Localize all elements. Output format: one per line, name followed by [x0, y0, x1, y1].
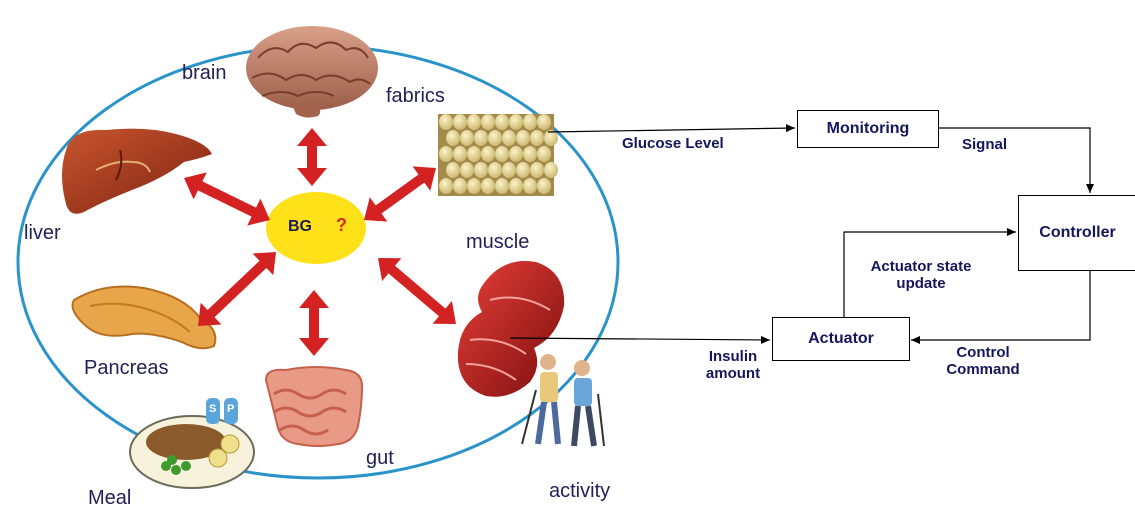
fat-cell — [537, 114, 551, 130]
meal-label: Meal — [88, 487, 131, 510]
fat-cell — [446, 130, 460, 146]
fat-cell — [502, 162, 516, 178]
pancreas-label: Pancreas — [84, 357, 169, 380]
fat-cell — [481, 146, 495, 162]
fabrics-label: fabrics — [386, 85, 445, 108]
bg-node — [266, 192, 366, 264]
fat-cell — [439, 146, 453, 162]
monitoring-label: Monitoring — [827, 120, 910, 138]
fat-cell — [544, 162, 558, 178]
liver-label: liver — [24, 222, 61, 245]
fabrics-icon — [438, 114, 558, 196]
fat-cell — [467, 178, 481, 194]
fat-cell — [481, 114, 495, 130]
gut-label: gut — [366, 447, 394, 470]
controller-block: Controller — [1018, 195, 1135, 271]
fat-cell — [523, 146, 537, 162]
arrow-brain-bg — [297, 128, 327, 186]
fat-cell — [439, 114, 453, 130]
muscle-label: muscle — [466, 231, 529, 254]
fat-cell — [509, 146, 523, 162]
fabrics-to-monitoring-line — [548, 128, 795, 132]
fat-cell — [460, 162, 474, 178]
pepper-shaker-label: P — [227, 403, 234, 415]
fat-cell — [488, 162, 502, 178]
fat-cell — [530, 162, 544, 178]
fat-cell — [509, 178, 523, 194]
arrow-muscle-bg — [378, 258, 456, 324]
actuator-state-line2: update — [846, 275, 996, 292]
actuator-state-update-label: Actuator state update — [846, 258, 996, 292]
fat-cell — [474, 162, 488, 178]
controller-label: Controller — [1039, 224, 1115, 242]
fat-cell — [453, 178, 467, 194]
fat-cell — [516, 162, 530, 178]
fat-cell — [516, 130, 530, 146]
brain-label: brain — [182, 62, 226, 85]
fat-cell — [453, 114, 467, 130]
fat-cell — [481, 178, 495, 194]
fat-cell — [523, 114, 537, 130]
actuator-label: Actuator — [808, 330, 874, 348]
fat-cell — [460, 130, 474, 146]
fat-cell — [474, 130, 488, 146]
fat-cell — [467, 146, 481, 162]
insulin-line1: Insulin — [688, 348, 778, 365]
fat-cell — [446, 162, 460, 178]
actuator-state-line1: Actuator state — [846, 258, 996, 275]
control-command-line1: Control — [918, 344, 1048, 361]
fat-cell — [537, 146, 551, 162]
fat-cell — [523, 178, 537, 194]
bg-node-label: BG — [288, 218, 312, 236]
fat-cell — [495, 146, 509, 162]
monitoring-block: Monitoring — [797, 110, 939, 148]
insulin-line2: amount — [688, 365, 778, 382]
gut-icon — [266, 367, 362, 446]
fat-cell — [439, 178, 453, 194]
fat-cell — [495, 178, 509, 194]
control-command-label: Control Command — [918, 344, 1048, 378]
arrow-liver-bg — [184, 172, 270, 225]
monitoring-to-controller-line — [938, 128, 1090, 193]
arrow-fabrics-bg — [364, 166, 436, 221]
fat-cell — [509, 114, 523, 130]
fat-cell — [488, 130, 502, 146]
activity-label: activity — [549, 480, 610, 503]
muscle-to-actuator-line — [510, 338, 770, 340]
arrow-gut-bg — [299, 290, 329, 356]
fat-cell — [502, 130, 516, 146]
meal-icon — [130, 398, 254, 488]
signal-label: Signal — [962, 136, 1007, 153]
arrow-pancreas-bg — [198, 252, 276, 326]
fat-cell — [495, 114, 509, 130]
fat-cell — [467, 114, 481, 130]
insulin-amount-label: Insulin amount — [688, 348, 778, 382]
fat-cell — [453, 146, 467, 162]
glucose-level-label: Glucose Level — [622, 135, 724, 152]
fat-cell — [530, 130, 544, 146]
actuator-block: Actuator — [772, 317, 910, 361]
control-loop-connectors — [510, 128, 1090, 340]
control-command-line2: Command — [918, 361, 1048, 378]
fat-cell — [537, 178, 551, 194]
salt-shaker-label: S — [209, 403, 216, 415]
question-mark-icon: ? — [336, 215, 347, 236]
brain-icon — [246, 26, 378, 118]
liver-icon — [62, 129, 212, 214]
pancreas-icon — [73, 287, 216, 349]
